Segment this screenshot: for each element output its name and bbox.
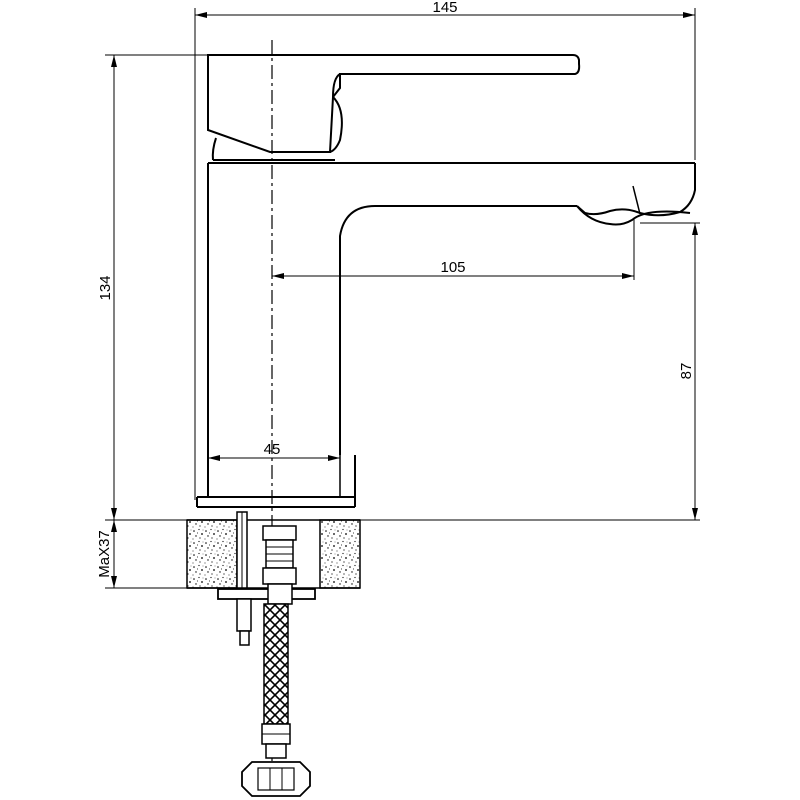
spout-height-label: 87 <box>678 363 695 380</box>
countertop-section <box>186 511 361 589</box>
overall-height-label: 134 <box>97 275 114 300</box>
dimension-thread: MaX37 <box>96 520 187 589</box>
braided-hose <box>241 603 311 797</box>
dimension-spout-height: 87 <box>360 222 700 521</box>
dimension-overall-height: 134 <box>97 54 575 521</box>
dimension-spout-reach: 105 <box>272 218 635 280</box>
thread-label: MaX37 <box>96 530 113 578</box>
fixing-plate <box>217 588 316 646</box>
body-width-label: 45 <box>264 441 281 458</box>
hose-connector <box>262 525 297 605</box>
spout-reach-label: 105 <box>440 259 465 276</box>
dimension-body-width: 45 <box>208 441 340 461</box>
faucet-body <box>196 54 696 508</box>
overall-width-label: 145 <box>432 0 457 16</box>
dimension-overall-width: 145 <box>194 0 696 500</box>
